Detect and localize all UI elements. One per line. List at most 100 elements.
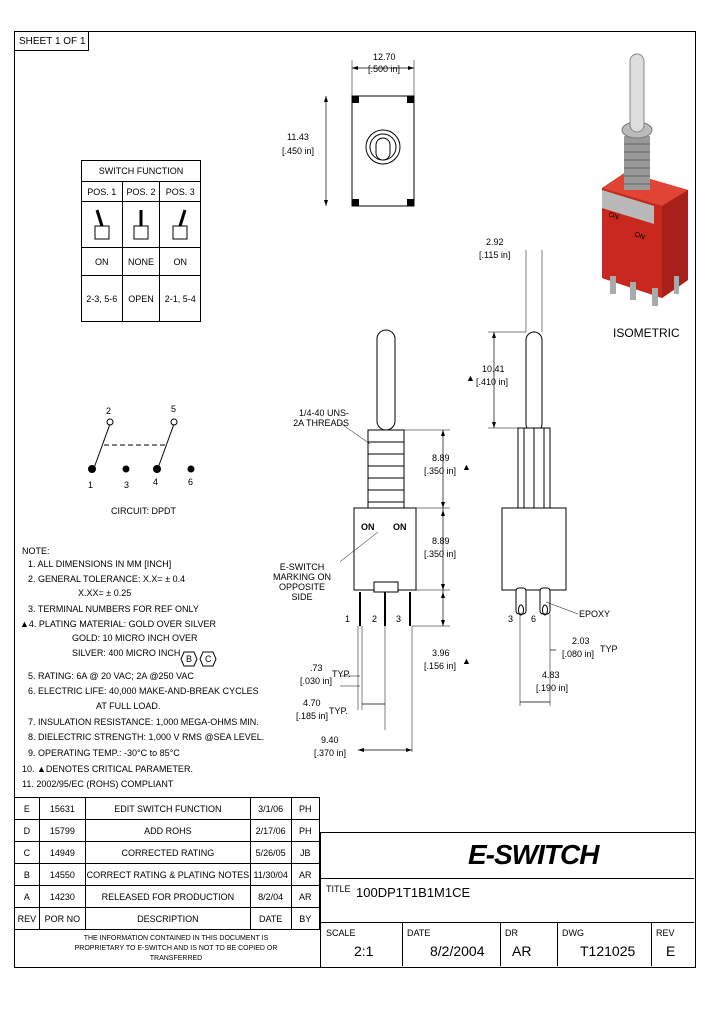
pos2-header: POS. 2	[121, 181, 161, 202]
title-row-divider	[320, 878, 694, 879]
rev-b-rev: B	[14, 863, 40, 886]
note-10: 10. ▲DENOTES CRITICAL PARAMETER.	[22, 764, 193, 774]
note-badge-b: B	[180, 651, 198, 667]
rev-b-by: AR	[290, 863, 321, 886]
pos2-icon	[121, 201, 161, 248]
rev-c-by: JB	[290, 841, 321, 864]
circuit-diagram	[88, 418, 195, 473]
rev-c-desc: CORRECTED RATING	[84, 841, 251, 864]
front-pin-3: 3	[396, 614, 402, 624]
rev-c-date: 5/26/05	[249, 841, 292, 864]
pin-4-label: 4	[153, 477, 159, 487]
rev-a-date: 8/2/04	[249, 885, 292, 908]
rev-c-rev: C	[14, 841, 40, 864]
svg-text:ON: ON	[633, 231, 645, 241]
proprietary-notice: THE INFORMATION CONTAINED IN THIS DOCUME…	[74, 935, 278, 962]
pos1-connection: 2-3, 5-6	[81, 275, 123, 322]
switch-function-title: SWITCH FUNCTION	[81, 160, 201, 182]
lever-tip-dim: 2.92	[486, 237, 504, 247]
note-6: 6. ELECTRIC LIFE: 40,000 MAKE-AND-BREAK …	[28, 686, 259, 696]
circuit-label: CIRCUIT: DPDT	[111, 506, 176, 516]
rev-b-date: 11/30/04	[249, 863, 292, 886]
dr-value: AR	[512, 943, 532, 959]
overall-dim: 9.40	[321, 735, 339, 745]
side-w-dim: 4.83	[542, 670, 560, 680]
pos1-header: POS. 1	[81, 181, 123, 202]
note-2b: X.XX= ± 0.25	[78, 588, 132, 598]
svg-text:ON: ON	[607, 211, 619, 221]
rev-a-por: 14230	[38, 885, 86, 908]
pin-5-label: 5	[171, 404, 177, 414]
note-6b: AT FULL LOAD.	[96, 701, 161, 711]
rev-a-by: AR	[290, 885, 321, 908]
front-view-drawing	[340, 329, 450, 752]
pin-pitch-dim: 4.70	[303, 698, 321, 708]
note-2: 2. GENERAL TOLERANCE: X.X= ± 0.4	[28, 574, 186, 584]
terminal-crit-icon: ▲	[462, 656, 471, 666]
rev-e-desc: EDIT SWITCH FUNCTION	[84, 797, 251, 820]
rev-e-by: PH	[290, 797, 321, 820]
lever-tip-dim-in: [.115 in]	[479, 250, 511, 260]
col-div-1	[402, 922, 403, 966]
date-value: 8/2/2004	[430, 943, 485, 959]
note-badge-c: C	[199, 651, 217, 667]
brand-logo: E-SWITCH	[468, 839, 599, 870]
rev-b-por: 14550	[38, 863, 86, 886]
note-8: 8. DIELECTRIC STRENGTH: 1,000 V RMS @SEA…	[28, 732, 265, 742]
rev-b-desc: CORRECT RATING & PLATING NOTES	[84, 863, 251, 886]
isometric-drawing: ON ON	[602, 53, 688, 306]
pin-1-label: 1	[88, 480, 94, 490]
rev-header-por: POR NO	[38, 907, 86, 930]
note-11: 11. 2002/95/EC (ROHS) COMPLIANT	[22, 779, 174, 789]
rev-a-rev: A	[14, 885, 40, 908]
side-pitch-dim-in: [.080 in]	[562, 649, 595, 659]
title-value: 100DP1T1B1M1CE	[356, 885, 471, 900]
marking-note: E-SWITCH MARKING ON OPPOSITE SIDE	[272, 562, 331, 602]
col-div-3	[557, 922, 558, 966]
rev-e-por: 15631	[38, 797, 86, 820]
rev-label: REV	[656, 928, 675, 938]
note-7: 7. INSULATION RESISTANCE: 1,000 MEGA-OHM…	[28, 717, 259, 727]
info-row-divider	[320, 922, 694, 923]
dwg-label: DWG	[562, 928, 584, 938]
title-label: TITLE	[326, 884, 351, 894]
pin-2-label: 2	[106, 406, 112, 416]
pin-6-label: 6	[188, 477, 194, 487]
rev-header-desc: DESCRIPTION	[84, 907, 251, 930]
rev-d-desc: ADD ROHS	[84, 819, 251, 842]
bushing-dim: 8.89	[432, 453, 450, 463]
threads-note: 1/4-40 UNS-2A THREADS	[293, 408, 349, 428]
note-5: 5. RATING: 6A @ 20 VAC; 2A @250 VAC	[28, 671, 194, 681]
bushing-dim-in: [.350 in]	[424, 466, 457, 476]
epoxy-label: EPOXY	[579, 609, 611, 619]
pos3-state: ON	[159, 247, 201, 276]
sheet-border	[14, 31, 696, 968]
pin-3-label: 3	[124, 480, 130, 490]
notes-heading: NOTE:	[22, 546, 50, 556]
bushing-crit-icon: ▲	[462, 462, 471, 472]
note-4b: GOLD: 10 MICRO INCH OVER	[72, 633, 198, 643]
lever-len-crit-icon: ▲	[466, 373, 475, 383]
sheet-tab	[14, 31, 89, 51]
pin-w-typ: TYP.	[332, 669, 351, 679]
switch-function-table: SWITCH FUNCTION POS. 1 POS. 2 POS. 3 ON …	[81, 160, 201, 322]
rev-d-rev: D	[14, 819, 40, 842]
rev-d-date: 2/17/06	[249, 819, 292, 842]
col-div-2	[500, 922, 501, 966]
top-view-drawing	[324, 60, 415, 207]
revision-table: E 15631 EDIT SWITCH FUNCTION 3/1/06 PH D…	[14, 797, 321, 930]
rev-value: E	[666, 943, 676, 959]
date-label: DATE	[407, 928, 431, 938]
note-1: 1. ALL DIMENSIONS IN MM [INCH]	[28, 559, 172, 569]
pin-pitch-dim-in: [.185 in]	[296, 711, 329, 721]
side-pin-6: 6	[531, 614, 537, 624]
side-pitch-typ: TYP	[600, 644, 618, 654]
side-pin-3: 3	[508, 614, 514, 624]
terminal-dim: 3.96	[432, 648, 450, 658]
pin-w-dim: .73	[310, 663, 323, 673]
rev-header-rev: REV	[14, 907, 40, 930]
body-dim: 8.89	[432, 536, 450, 546]
top-height-dim: 11.43	[287, 132, 309, 142]
side-pitch-dim: 2.03	[572, 636, 590, 646]
terminal-dim-in: [.156 in]	[424, 661, 457, 671]
